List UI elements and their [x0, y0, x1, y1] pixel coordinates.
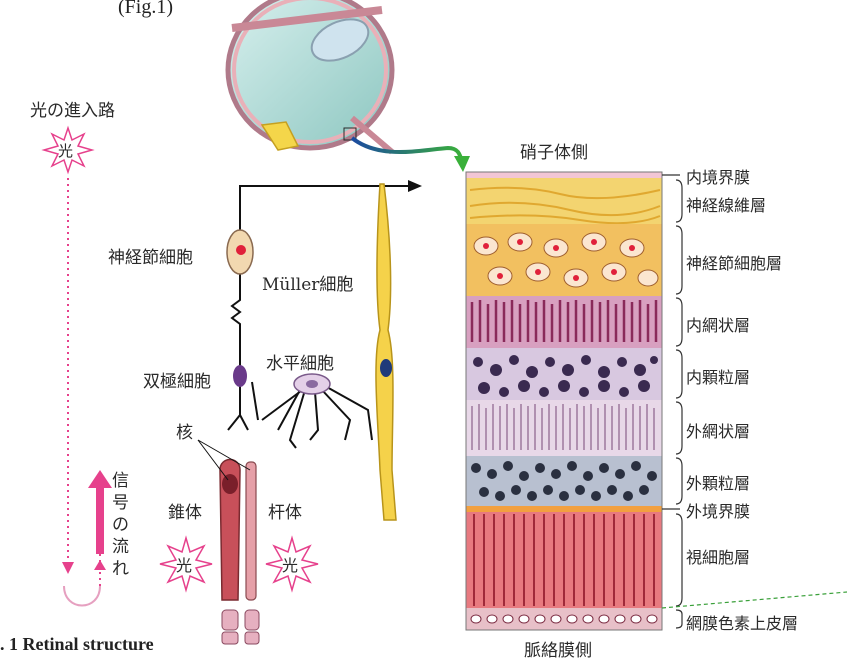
- layer-ganglion-cell: [466, 224, 662, 296]
- nucleus-label: 核: [176, 418, 193, 443]
- layer-label-onl: 外顆粒層: [686, 470, 750, 494]
- top-text-fragment: (Fig.1): [118, 0, 173, 19]
- layer-label-photoreceptor: 視細胞層: [686, 544, 750, 568]
- signal-flow-label: 信号の流れ: [112, 470, 130, 580]
- light-path-title: 光の進入路: [30, 96, 115, 121]
- layer-brackets: [662, 175, 682, 628]
- layer-label-ipl: 内網状層: [686, 312, 750, 336]
- layer-label-inl: 内顆粒層: [686, 364, 750, 388]
- bipolar-cell: [233, 365, 247, 387]
- layer-label-olm: 外境界膜: [686, 498, 750, 522]
- layer-inner-limiting-membrane: [466, 172, 662, 178]
- muller-cell-label: Müller細胞: [262, 270, 353, 295]
- muller-cell-nucleus: [380, 359, 392, 377]
- dashed-guide-line: [662, 592, 847, 608]
- zoom-arrow: [352, 138, 462, 162]
- layer-outer-limiting-membrane: [466, 506, 662, 512]
- rod-light-label: 光: [282, 552, 298, 576]
- choroid-side-label: 脈絡膜側: [524, 636, 592, 661]
- cone-label: 錐体: [168, 498, 202, 523]
- layer-label-opl: 外網状層: [686, 418, 750, 442]
- rod-label: 杆体: [268, 498, 302, 523]
- layer-label-ilm: 内境界膜: [686, 164, 750, 188]
- zoom-arrow-head: [454, 156, 470, 172]
- vitreous-side-label: 硝子体側: [520, 138, 588, 163]
- layer-label-gcl: 神経節細胞層: [686, 250, 782, 274]
- cone-cell: [220, 460, 240, 645]
- cone-light-label: 光: [176, 552, 192, 576]
- horizontal-cell-label: 水平細胞: [266, 349, 334, 374]
- eyeball-illustration: [228, 0, 392, 152]
- figure-caption: . 1 Retinal structure: [0, 634, 154, 655]
- layer-label-nfl: 神経線維層: [686, 192, 766, 216]
- nucleus-pointer: [198, 440, 228, 480]
- ganglion-cell-label: 神経節細胞: [108, 243, 193, 268]
- light-star-label: 光: [58, 140, 73, 161]
- retina-layer-strip: [466, 172, 662, 630]
- layer-label-rpe: 網膜色素上皮層: [686, 610, 798, 634]
- light-path-indicator: [44, 128, 112, 606]
- bipolar-cell-label: 双極細胞: [143, 367, 211, 392]
- muller-cell: [376, 184, 396, 520]
- rod-cell: [245, 462, 259, 644]
